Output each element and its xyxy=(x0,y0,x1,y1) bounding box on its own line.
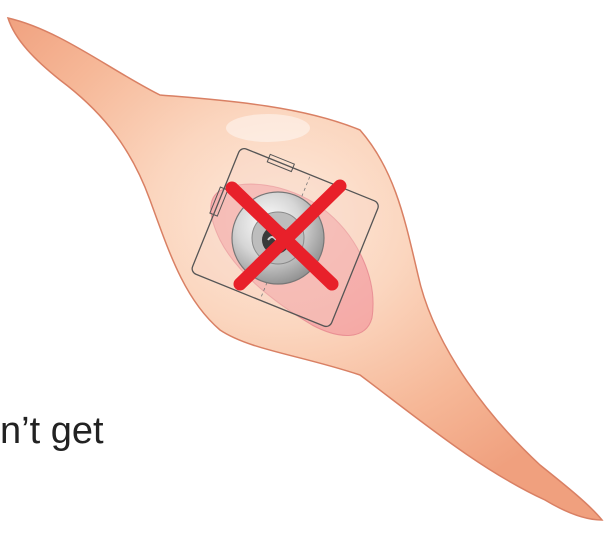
highlight-shape xyxy=(226,114,310,142)
caption-text: n’t get xyxy=(0,408,104,454)
